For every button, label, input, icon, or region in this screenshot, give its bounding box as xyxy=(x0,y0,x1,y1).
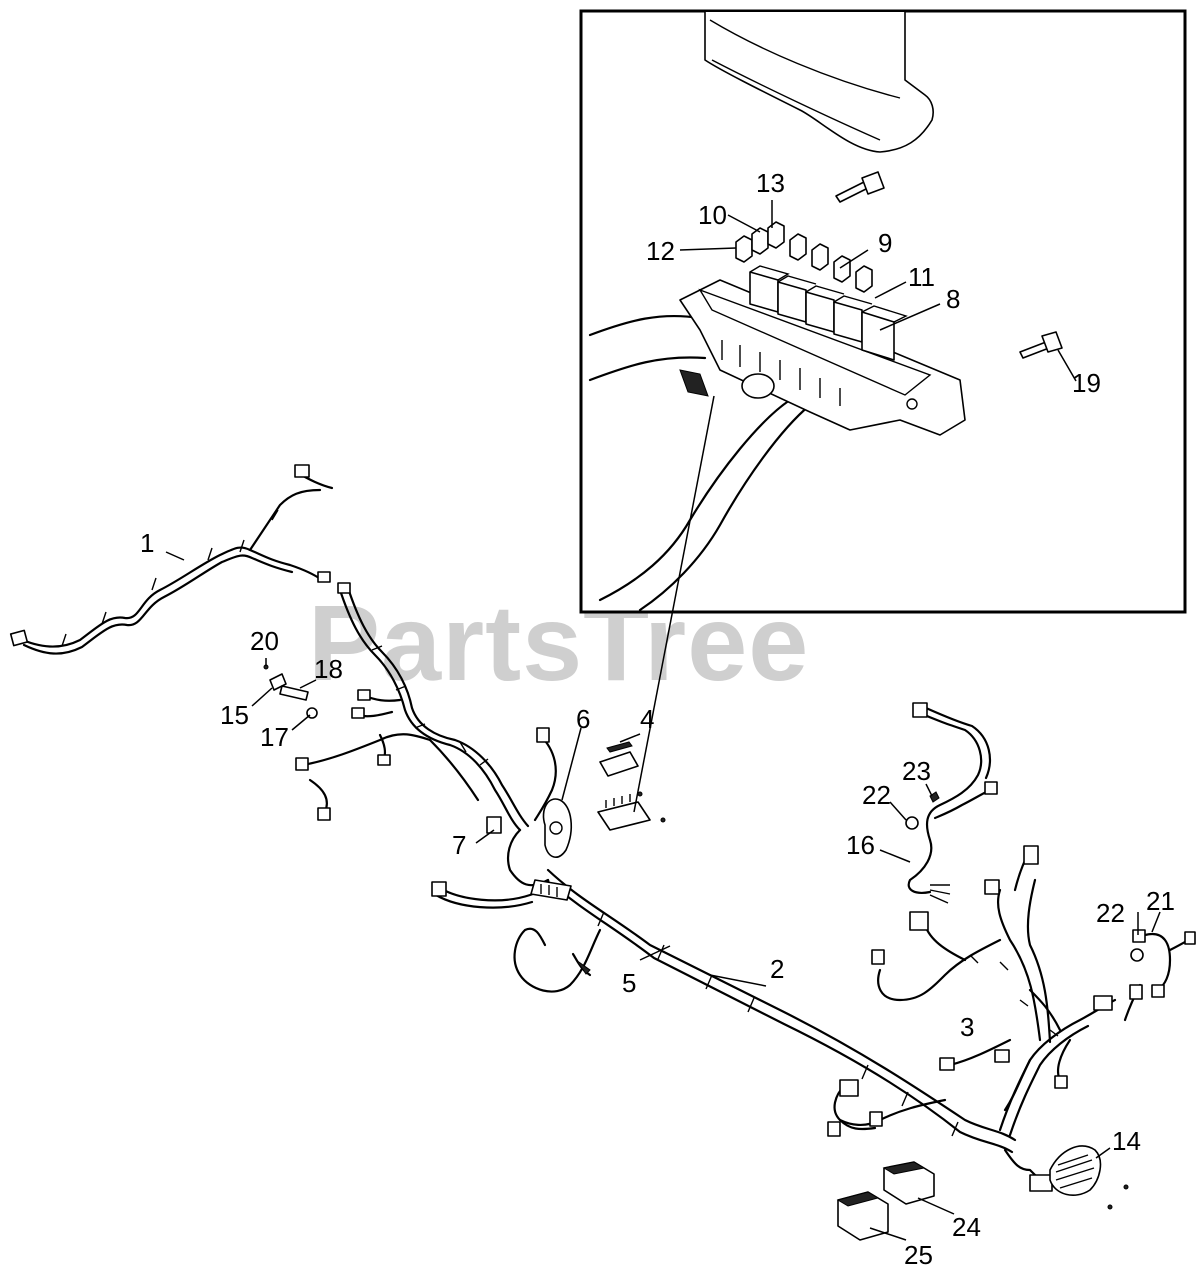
callout-22-left: 22 xyxy=(862,780,891,810)
inset-panel xyxy=(579,9,1187,813)
callout-1: 1 xyxy=(140,528,154,558)
lower-left-loop xyxy=(431,878,602,993)
callout-12: 12 xyxy=(646,236,675,266)
callout-17: 17 xyxy=(260,722,289,752)
callout-11: 11 xyxy=(908,262,935,292)
callout-23: 23 xyxy=(902,756,931,786)
part-25-connector xyxy=(836,1191,889,1241)
callout-19: 19 xyxy=(1072,368,1101,398)
harness-1 xyxy=(9,464,334,655)
callouts: 1 2 3 4 5 6 7 8 9 10 11 12 13 14 15 16 1… xyxy=(140,168,1175,1270)
callout-7: 7 xyxy=(452,830,466,860)
leader-lines xyxy=(165,200,1161,1241)
callout-20: 20 xyxy=(250,626,279,656)
lower-mid-branch xyxy=(827,1079,1053,1192)
parts-15-20 xyxy=(263,664,318,719)
callout-15: 15 xyxy=(220,700,249,730)
callout-13: 13 xyxy=(756,168,785,198)
harness-3 xyxy=(871,845,1143,1137)
callout-2: 2 xyxy=(770,954,784,984)
callout-22-right: 22 xyxy=(1096,898,1125,928)
harness-16 xyxy=(905,702,998,904)
part-14-resistor xyxy=(1049,1145,1129,1210)
harness-21 xyxy=(1130,929,1196,998)
callout-18: 18 xyxy=(314,654,343,684)
callout-25: 25 xyxy=(904,1240,933,1270)
callout-14: 14 xyxy=(1112,1126,1141,1156)
part-24-connector xyxy=(882,1161,935,1205)
callout-8: 8 xyxy=(946,284,960,314)
main-harness-trunk xyxy=(546,868,1017,1154)
callout-16: 16 xyxy=(846,830,875,860)
callout-24: 24 xyxy=(952,1212,981,1242)
callout-5: 5 xyxy=(622,968,636,998)
callout-3: 3 xyxy=(960,1012,974,1042)
callout-9: 9 xyxy=(878,228,892,258)
central-components xyxy=(486,741,666,901)
left-branches xyxy=(295,582,557,887)
callout-6: 6 xyxy=(576,704,590,734)
callout-4: 4 xyxy=(640,704,654,734)
callout-21: 21 xyxy=(1146,886,1175,916)
callout-10: 10 xyxy=(698,200,727,230)
